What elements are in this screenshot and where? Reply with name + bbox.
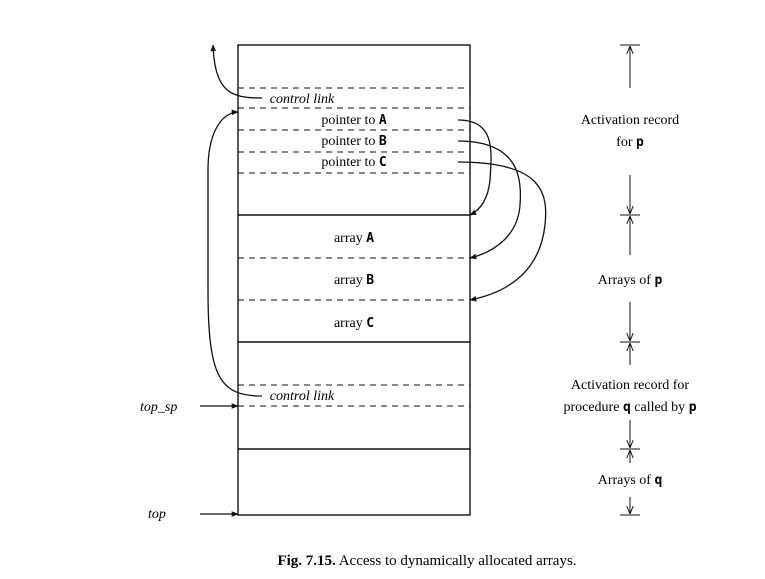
ar-q-label-line1: Activation record for: [571, 378, 690, 393]
pointer-a-arrow: [457, 119, 492, 216]
pointer-b-arrow: [457, 140, 522, 260]
array-b-label: array B: [334, 273, 374, 288]
field-dividers: [238, 87, 470, 407]
top-label: top: [148, 507, 166, 522]
control-link-q-label: control link: [270, 389, 335, 404]
section-dividers: [238, 214, 470, 450]
arrays-p-label: Arrays of p: [598, 273, 663, 288]
pointer-b-label: pointer to B: [321, 134, 387, 149]
figure-caption: Fig. 7.15. Access to dynamically allocat…: [277, 553, 576, 569]
control-link-p-arrow: [210, 44, 263, 99]
pointer-a-label: pointer to A: [321, 113, 387, 128]
ar-p-label-line1: Activation record: [581, 113, 679, 128]
pointer-c-label: pointer to C: [321, 155, 386, 170]
stack-frame: [237, 44, 471, 516]
control-link-arrows: [207, 44, 263, 397]
top-sp-label: top_sp: [140, 400, 177, 415]
array-c-label: array C: [334, 316, 374, 331]
ar-q-label-line2: procedure q called by p: [563, 400, 696, 415]
control-link-q-arrow: [207, 109, 263, 397]
control-link-p-label: control link: [270, 92, 335, 107]
pointer-arrows: [457, 119, 547, 302]
arrays-q-label: Arrays of q: [598, 473, 663, 488]
dimension-lines: [620, 44, 640, 516]
pointer-c-arrow: [457, 161, 547, 302]
array-a-label: array A: [334, 231, 374, 246]
ar-p-label-line2: for p: [616, 135, 644, 150]
